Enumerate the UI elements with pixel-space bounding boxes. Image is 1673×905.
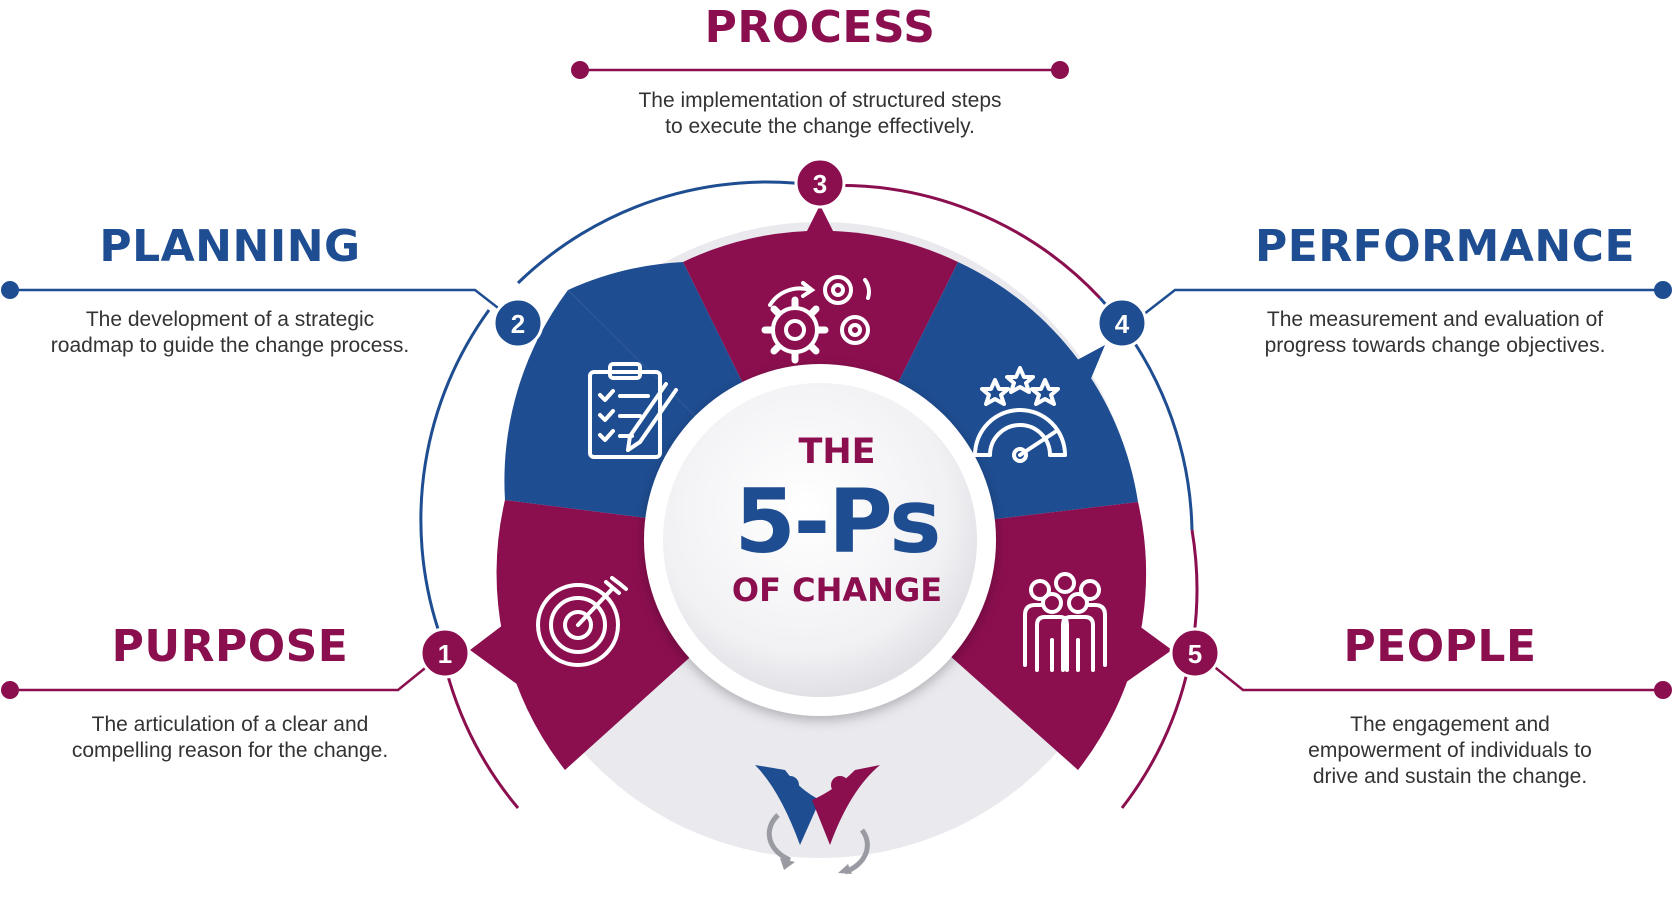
badge-4: 4 xyxy=(1096,297,1148,349)
center-title-line3: OF CHANGE xyxy=(731,571,943,609)
step-desc-performance: The measurement and evaluation of progre… xyxy=(1264,308,1606,357)
pointer-2 xyxy=(535,335,600,405)
outer-arc-top-navy xyxy=(516,180,821,285)
step-desc-planning: The development of a strategic roadmap t… xyxy=(50,308,410,357)
center-title-line2: 5-Ps xyxy=(734,470,941,573)
svg-text:4: 4 xyxy=(1115,309,1130,339)
pointer-3 xyxy=(790,205,850,265)
process-dot-right xyxy=(1051,61,1069,79)
badge-5: 5 xyxy=(1169,627,1221,679)
step-desc-process: The implementation of structured steps t… xyxy=(638,89,1002,138)
step-desc-people: The engagement and empowerment of indivi… xyxy=(1308,713,1592,788)
step-title-people: PEOPLE xyxy=(1343,621,1537,672)
svg-text:3: 3 xyxy=(813,169,827,199)
step-title-performance: PERFORMANCE xyxy=(1254,221,1636,272)
target-icon xyxy=(536,576,628,667)
clipboard-checklist-icon xyxy=(588,362,678,459)
step-desc-purpose: The articulation of a clear and compelli… xyxy=(71,713,389,762)
badge-2: 2 xyxy=(492,297,544,349)
change-logo-icon xyxy=(755,765,880,875)
people-group-icon xyxy=(1023,572,1107,672)
step-title-purpose: PURPOSE xyxy=(111,621,349,672)
outer-arc-top-magenta xyxy=(819,183,1102,300)
center-circle xyxy=(657,377,983,703)
svg-text:1: 1 xyxy=(438,639,452,669)
planning-dot xyxy=(1,281,19,299)
step-title-process: PROCESS xyxy=(704,2,936,53)
svg-text:5: 5 xyxy=(1188,639,1202,669)
badge-1: 1 xyxy=(419,627,471,679)
center-title: THE 5-Ps OF CHANGE xyxy=(637,432,1037,608)
badge-3: 3 xyxy=(794,157,846,209)
process-dot-left xyxy=(571,61,589,79)
gauge-stars-icon xyxy=(973,366,1067,463)
pointer-1 xyxy=(470,612,525,690)
people-dot xyxy=(1654,681,1672,699)
svg-text:2: 2 xyxy=(511,309,525,339)
gears-icon xyxy=(761,275,871,364)
step-title-planning: PLANNING xyxy=(99,221,361,272)
performance-dot xyxy=(1654,281,1672,299)
purpose-dot xyxy=(1,681,19,699)
outer-arc-left-navy xyxy=(419,309,491,630)
center-title-line1: THE xyxy=(798,432,876,472)
pointer-5 xyxy=(1115,612,1172,690)
